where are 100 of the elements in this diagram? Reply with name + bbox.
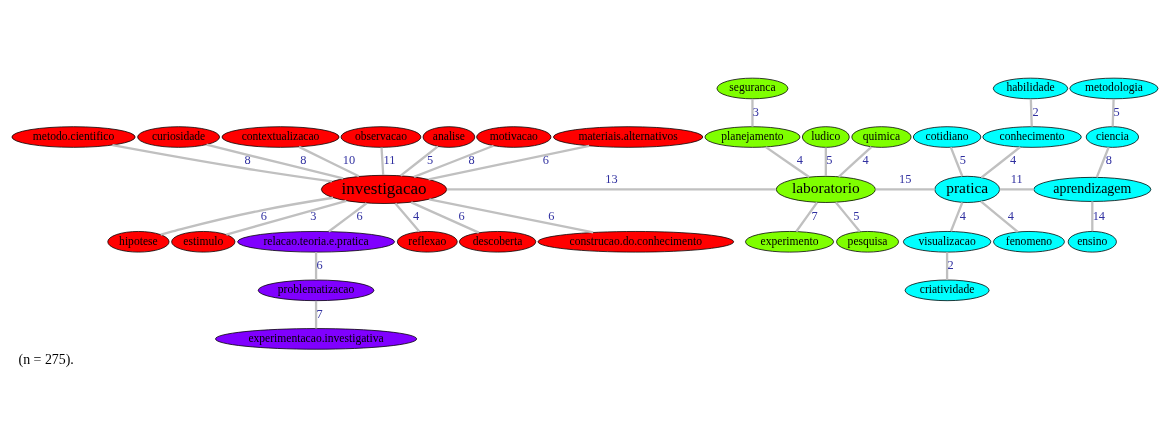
edge-label: 6	[548, 208, 555, 223]
edge-label: 3	[752, 104, 760, 119]
connector	[751, 98, 754, 126]
connector	[1029, 98, 1033, 127]
connector	[765, 145, 810, 178]
connector	[410, 200, 480, 234]
edge-label: 3	[310, 208, 317, 223]
connector	[875, 187, 935, 191]
edge-label: 4	[959, 208, 967, 223]
edge-label: 8	[1105, 152, 1112, 167]
edge-label: 4	[1007, 208, 1014, 223]
node-ellipse: cotidiano	[912, 125, 982, 148]
edge-label: 6	[356, 208, 363, 223]
node-ellipse: estimulo	[171, 230, 236, 252]
caption: (n = 275).	[18, 351, 74, 366]
connector	[949, 146, 964, 177]
connector	[1095, 146, 1110, 178]
node-ellipse: metodologia	[1069, 77, 1159, 99]
connector	[328, 201, 368, 232]
edge-label: 13	[605, 171, 618, 186]
connector	[206, 143, 344, 180]
edge-label: 4	[796, 152, 804, 167]
node-ellipse: criatividade	[904, 279, 990, 301]
connector	[298, 145, 360, 177]
connector	[999, 187, 1034, 191]
node-ellipse: visualizacao	[902, 230, 992, 252]
node-ellipse: pratica	[934, 175, 1000, 203]
node-ellipse: habilidade	[992, 77, 1069, 99]
node-ellipse: analise	[422, 125, 476, 148]
node-ellipse: experimentacao.investigativa	[215, 327, 418, 350]
edge-label: 8	[244, 152, 251, 167]
connector	[429, 197, 594, 234]
edge-label: 2	[947, 257, 954, 272]
connector	[824, 147, 827, 176]
connector	[380, 147, 385, 175]
connector	[835, 201, 861, 232]
node-ellipse: planejamento	[704, 125, 801, 148]
edge-label: 8	[468, 152, 475, 167]
node-ellipse: ciencia	[1085, 125, 1139, 148]
connector	[160, 196, 334, 236]
edge-label: 4	[413, 208, 420, 223]
connector	[795, 201, 818, 232]
connector	[980, 200, 1019, 233]
connector	[949, 201, 964, 232]
node-ellipse: problematizacao	[257, 279, 375, 301]
edge-label: 11	[383, 152, 396, 167]
edge-label: 8	[300, 152, 307, 167]
edge-label: 15	[899, 171, 912, 186]
node-ellipse: investigacao	[321, 174, 448, 204]
connector	[394, 202, 421, 232]
edge-label: 6	[542, 152, 549, 167]
edge-label: 14	[1092, 208, 1106, 223]
node-ellipse: conhecimento	[982, 125, 1082, 148]
node-ellipse: laboratorio	[775, 175, 876, 203]
node-ellipse: observacao	[340, 125, 422, 148]
connector	[226, 199, 347, 236]
connector	[838, 145, 873, 178]
edge-label: 5	[959, 152, 967, 167]
node-ellipse: ludico	[802, 125, 850, 148]
connector	[446, 187, 776, 191]
edge-label: 5	[826, 152, 833, 167]
node-ellipse: pesquisa	[836, 230, 899, 252]
edge-label: 6	[260, 208, 268, 223]
node-ellipse: relacao.teoria.e.pratica	[237, 230, 395, 252]
node-ellipse: contextualizacao	[221, 125, 340, 148]
edge-label: 5	[1113, 104, 1120, 119]
connector	[428, 144, 590, 180]
edge-label: 7	[316, 306, 323, 321]
connector	[1091, 200, 1094, 231]
connector	[400, 145, 439, 176]
connector	[1111, 98, 1115, 127]
node-ellipse: ensino	[1067, 230, 1117, 252]
edge-label: 5	[426, 152, 434, 167]
node-ellipse: hipotese	[107, 230, 170, 252]
node-ellipse: seguranca	[716, 77, 789, 99]
edge-label: 2	[1032, 104, 1039, 119]
connector	[112, 143, 333, 183]
node-ellipse: reflexao	[396, 230, 458, 252]
edge-label: 7	[811, 208, 818, 223]
node-ellipse: materiais.alternativos	[553, 125, 704, 148]
edge-label: 11	[1010, 171, 1023, 186]
node-ellipse: quimica	[851, 125, 912, 148]
node-ellipse: experimento	[745, 230, 834, 252]
connector	[314, 251, 318, 280]
connector	[980, 145, 1021, 178]
connector	[945, 251, 949, 280]
edge-label: 10	[342, 152, 356, 167]
connector	[413, 144, 494, 178]
edge-label: 4	[1010, 152, 1017, 167]
node-ellipse: descoberta	[458, 230, 537, 252]
edge-label: 5	[853, 208, 860, 223]
node-ellipse: construcao.do.conhecimento	[537, 230, 735, 252]
edge-label: 6	[458, 208, 465, 223]
connector	[314, 300, 318, 328]
node-ellipse: curiosidade	[137, 125, 220, 148]
edge-label: 6	[316, 257, 323, 272]
edge-label: 4	[862, 152, 869, 167]
node-ellipse: motivacao	[476, 125, 552, 148]
node-ellipse: aprendizagem	[1033, 176, 1152, 202]
node-ellipse: metodo.cientifico	[11, 125, 136, 148]
